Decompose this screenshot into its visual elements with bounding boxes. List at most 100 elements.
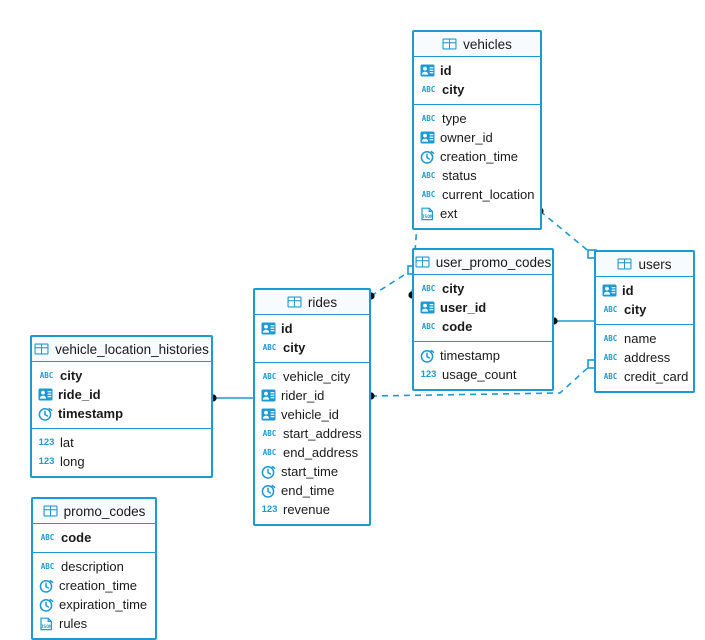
- field-row[interactable]: owner_id: [414, 128, 540, 147]
- id-card-icon: [602, 284, 617, 297]
- field-row[interactable]: timestamp: [32, 404, 211, 423]
- id-card-icon: [261, 408, 276, 421]
- table-header-rides[interactable]: rides: [255, 290, 369, 315]
- abc-type-icon: ABC: [420, 322, 437, 331]
- field-name: ride_id: [58, 385, 101, 404]
- field-name: vehicle_city: [283, 367, 350, 386]
- field-name: timestamp: [440, 346, 500, 365]
- id-card-icon: [420, 131, 435, 144]
- field-name: ext: [440, 204, 457, 223]
- id-card-icon: [261, 322, 276, 335]
- abc-type-icon: ABC: [261, 448, 278, 457]
- field-name: timestamp: [58, 404, 123, 423]
- abc-type-icon: ABC: [420, 114, 437, 123]
- table-icon: [34, 343, 49, 355]
- field-row[interactable]: expiration_time: [33, 595, 155, 614]
- table-title: vehicle_location_histories: [55, 342, 209, 357]
- relationship-rides-user_promo_codes: [367, 266, 416, 300]
- table-icon: [617, 258, 632, 270]
- field-row[interactable]: vehicle_id: [255, 405, 369, 424]
- field-name: id: [622, 281, 634, 300]
- field-name: name: [624, 329, 657, 348]
- field-row[interactable]: id: [255, 319, 369, 338]
- field-name: type: [442, 109, 467, 128]
- field-row[interactable]: ride_id: [32, 385, 211, 404]
- field-name: city: [442, 279, 464, 298]
- field-row[interactable]: rider_id: [255, 386, 369, 405]
- table-header-promo_codes[interactable]: promo_codes: [33, 499, 155, 524]
- field-row[interactable]: end_time: [255, 481, 369, 500]
- table-header-vehicles[interactable]: vehicles: [414, 32, 540, 57]
- abc-type-icon: ABC: [602, 353, 619, 362]
- abc-type-icon: ABC: [261, 372, 278, 381]
- json-icon: JSON: [420, 207, 435, 221]
- table-icon: [415, 256, 430, 268]
- abc-type-icon: ABC: [261, 429, 278, 438]
- field-name: rider_id: [281, 386, 324, 405]
- field-row[interactable]: ABC vehicle_city: [255, 367, 369, 386]
- abc-type-icon: ABC: [602, 372, 619, 381]
- table-title: user_promo_codes: [436, 255, 552, 270]
- relationship-vehicle_location_histories-rides: [209, 394, 253, 401]
- field-row[interactable]: id: [596, 281, 693, 300]
- table-header-users[interactable]: users: [596, 252, 693, 277]
- abc-type-icon: ABC: [602, 305, 619, 314]
- field-row[interactable]: start_time: [255, 462, 369, 481]
- field-row[interactable]: id: [414, 61, 540, 80]
- field-name: expiration_time: [59, 595, 147, 614]
- clock-icon: [261, 465, 276, 479]
- field-name: user_id: [440, 298, 486, 317]
- field-name: start_time: [281, 462, 338, 481]
- svg-text:JSON: JSON: [41, 624, 52, 630]
- table-header-user_promo_codes[interactable]: user_promo_codes: [414, 250, 552, 275]
- table-title: vehicles: [463, 37, 512, 52]
- field-row[interactable]: timestamp: [414, 346, 552, 365]
- field-row[interactable]: user_id: [414, 298, 552, 317]
- json-icon: JSON: [39, 617, 54, 631]
- table-title: rides: [308, 295, 337, 310]
- table-header-vehicle_location_histories[interactable]: vehicle_location_histories: [32, 337, 211, 362]
- field-row[interactable]: JSON ext: [414, 204, 540, 223]
- field-name: current_location: [442, 185, 535, 204]
- clock-icon: [420, 349, 435, 363]
- table-title: users: [638, 257, 671, 272]
- clock-icon: [420, 150, 435, 164]
- id-card-icon: [420, 64, 435, 77]
- field-row[interactable]: creation_time: [33, 576, 155, 595]
- number-type-icon: 123: [38, 437, 55, 448]
- field-row[interactable]: creation_time: [414, 147, 540, 166]
- field-name: description: [61, 557, 124, 576]
- field-row[interactable]: ABC type: [414, 109, 540, 128]
- id-card-icon: [38, 388, 53, 401]
